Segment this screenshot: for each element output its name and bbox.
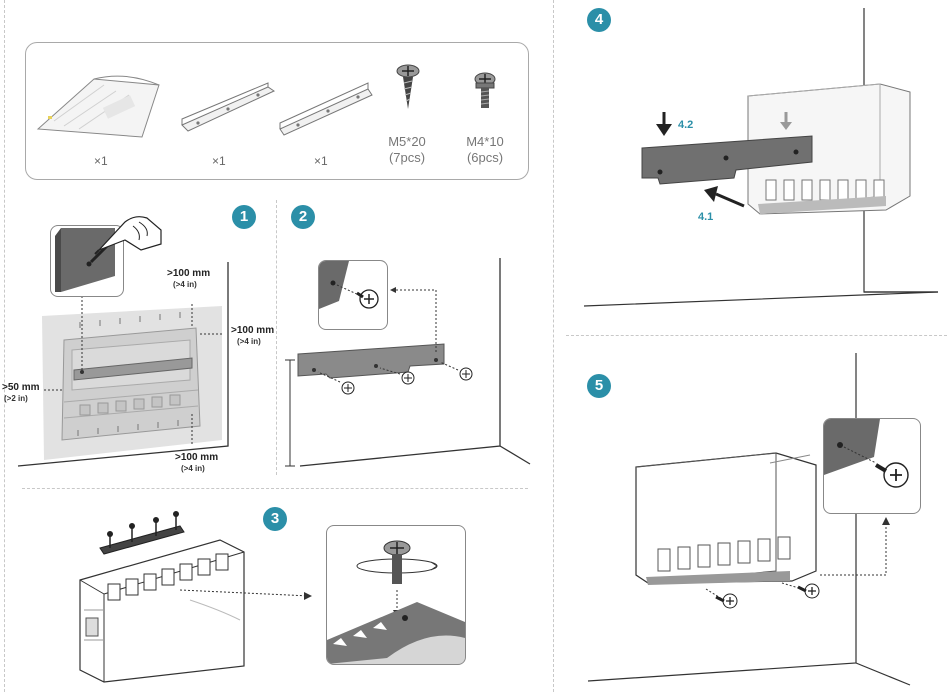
- step-1-badge: 1: [232, 205, 256, 229]
- step4-lower-label: 4.2: [678, 119, 694, 131]
- top-clearance-in: (>4 in): [173, 280, 197, 289]
- m5-screw-count: (7pcs): [388, 150, 426, 165]
- step1-marking-inset: [50, 225, 124, 297]
- right-clearance-label: >100 mm (>4 in): [231, 325, 274, 347]
- m5-screw-label: M5*20 (7pcs): [372, 134, 442, 166]
- m4-screw-icon: [474, 72, 496, 108]
- bracket-screw-closeup: [327, 540, 465, 664]
- wall-screw-closeup: [319, 261, 379, 309]
- left-clearance-in: (>2 in): [4, 394, 28, 403]
- step5-screw-inset: [823, 418, 921, 514]
- pencil-marking-illustration: [55, 228, 115, 292]
- step3-screw-inset: [326, 525, 466, 665]
- m5-screw-size: M5*20: [388, 134, 426, 149]
- step2-screw-inset: [318, 260, 388, 330]
- step-2-badge: 2: [291, 205, 315, 229]
- wall-bracket-illustration: [181, 82, 276, 132]
- parts-list-panel: ×1 ×1 ×1 M5*20 (7pcs) M4*10 (6pcs): [25, 42, 529, 180]
- top-clearance-label: >100 mm (>4 in): [167, 268, 210, 290]
- step4-hang-device-diagram: [583, 8, 939, 307]
- step5-secure-device-diagram: [587, 353, 911, 686]
- top-clearance-mm: >100 mm: [167, 268, 211, 279]
- wall-bracket-quantity: ×1: [212, 154, 226, 168]
- right-clearance-in: (>4 in): [237, 337, 261, 346]
- m4-screw-label: M4*10 (6pcs): [450, 134, 520, 166]
- device-bracket-quantity: ×1: [314, 154, 328, 168]
- step3-device-bracket-diagram: [79, 511, 312, 683]
- step1-wall-clearance-diagram: [17, 262, 229, 467]
- bottom-clearance-in: (>4 in): [181, 464, 205, 473]
- left-clearance-label: >50 mm (>2 in): [2, 382, 40, 404]
- step2-bracket-mounting-diagram: [285, 258, 531, 467]
- m4-screw-count: (6pcs): [466, 150, 504, 165]
- bottom-clearance-label: >100 mm (>4 in): [175, 452, 218, 474]
- left-clearance-mm: >50 mm: [2, 382, 40, 393]
- m4-screw-size: M4*10: [466, 134, 504, 149]
- manual-illustration: [36, 75, 160, 138]
- m5-screw-icon: [396, 64, 420, 109]
- step1-step2-divider: [276, 200, 277, 475]
- left-lower-divider: [22, 488, 528, 489]
- step2-screws: [341, 367, 473, 395]
- step-5-badge: 5: [587, 374, 611, 398]
- bottom-clearance-mm: >100 mm: [175, 452, 219, 463]
- left-edge-divider: [4, 0, 5, 692]
- step4-push-label: 4.1: [698, 211, 714, 223]
- manual-quantity: ×1: [94, 154, 108, 168]
- hand-with-pencil-icon: [94, 216, 162, 255]
- device-bracket-illustration: [279, 82, 373, 136]
- center-column-divider: [553, 0, 554, 692]
- step-3-badge: 3: [263, 507, 287, 531]
- device-screw-closeup: [824, 419, 909, 488]
- step-4-badge: 4: [587, 8, 611, 32]
- right-clearance-mm: >100 mm: [231, 325, 275, 336]
- right-middle-divider: [566, 335, 947, 336]
